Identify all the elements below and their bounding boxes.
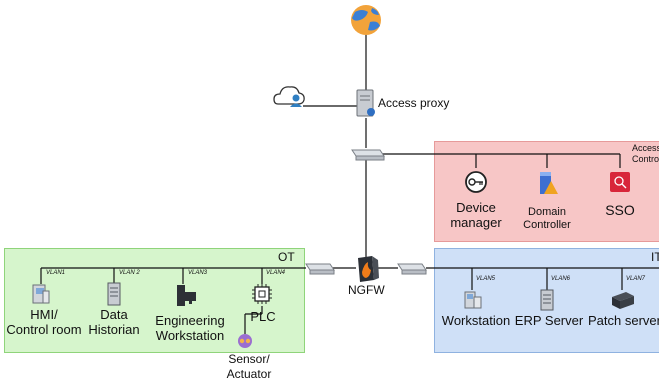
vlan-label: VLAN7 [626, 276, 646, 282]
sensor-actuator-label: Sensor/ Actuator [226, 352, 272, 381]
sso-icon [610, 172, 630, 192]
plc-chip-icon [252, 284, 272, 304]
switch-ot-icon [305, 263, 335, 275]
engineering-workstation-label: Engineering Workstation [155, 313, 225, 343]
domain-controller-icon [540, 172, 558, 194]
device-manager-label: Device manager [450, 200, 502, 230]
plc-label: PLC [250, 309, 276, 324]
ngfw-firewall-icon [358, 256, 379, 282]
ngfw-label: NGFW [348, 283, 385, 297]
data-historian-label: Data Historian [88, 307, 140, 337]
it-workstation-icon [464, 291, 482, 309]
cloud-user-icon [273, 86, 305, 107]
patch-server-icon [612, 292, 634, 309]
domain-controller-label: Domain Controller [523, 206, 571, 231]
connector-lines [40, 34, 659, 334]
hmi-icon [32, 284, 50, 304]
patch-server-label: Patch server [588, 313, 659, 328]
sso-label: SSO [605, 202, 635, 218]
it-zone-label: IT [651, 250, 659, 264]
vlan-label: VLAN4 [266, 270, 286, 276]
switch-it-icon [397, 263, 427, 275]
access-proxy-server-icon [356, 89, 375, 117]
vlan-label: VLAN5 [476, 276, 496, 282]
erp-server-icon [540, 289, 554, 311]
ot-zone-label: OT [278, 250, 295, 264]
key-icon [465, 171, 487, 193]
erp-server-label: ERP Server [514, 313, 584, 328]
access-proxy-label: Access proxy [378, 96, 450, 110]
sensor-actuator-icon [238, 334, 252, 348]
vlan-label: VLAN3 [188, 270, 208, 276]
hmi-control-room-label: HMI/ Control room [6, 307, 82, 337]
access-control-zone-label: Access Control [632, 143, 659, 164]
data-historian-server-icon [107, 282, 121, 306]
vlan-label: VLAN 2 [119, 270, 140, 276]
it-workstation-label: Workstation [441, 313, 511, 328]
vlan-label: VLAN6 [551, 276, 571, 282]
switch-top-icon [351, 149, 385, 161]
vlan-label: VLAN1 [46, 270, 66, 276]
engineering-workstation-icon [177, 285, 196, 306]
globe-icon [351, 5, 381, 35]
